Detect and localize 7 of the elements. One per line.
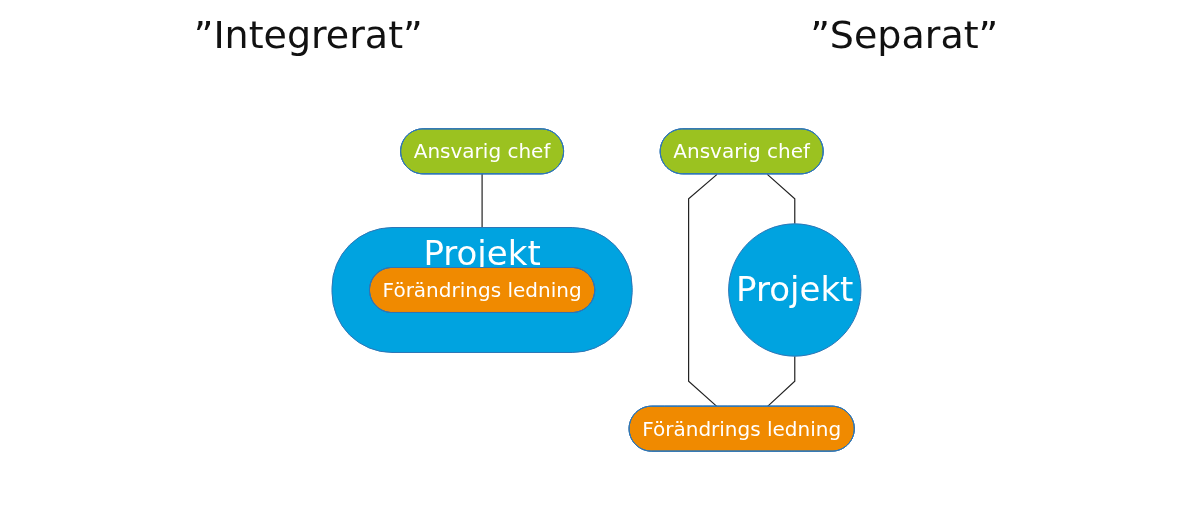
- section-heading: ”Separat”: [810, 13, 999, 57]
- connector: [481, 173, 483, 229]
- section-heading: ”Integrerat”: [193, 13, 423, 57]
- node-circle: Projekt: [727, 223, 861, 357]
- connector: [766, 173, 795, 225]
- connector: [687, 173, 718, 408]
- connector: [766, 355, 795, 408]
